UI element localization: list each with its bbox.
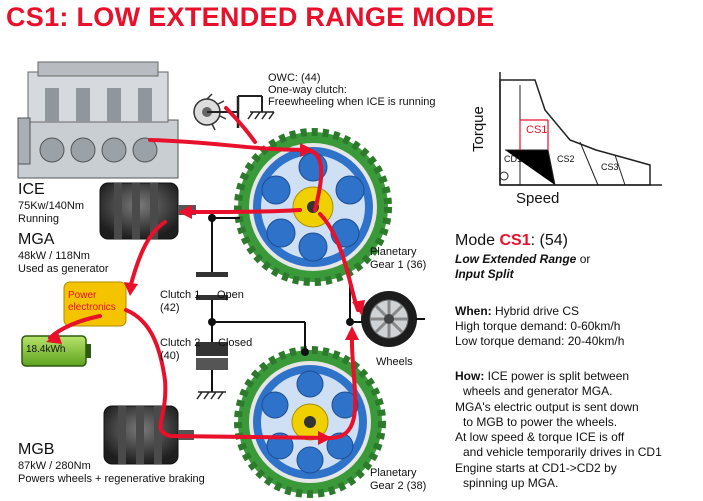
clutch-1-number: (42) xyxy=(160,302,180,314)
flow-arrowheads xyxy=(46,143,365,445)
power-electronics-box xyxy=(63,281,127,327)
chart-region-cd1: CD1 xyxy=(504,154,523,164)
clutch-2-number: (40) xyxy=(160,350,180,362)
owc-desc-1: One-way clutch: xyxy=(268,84,347,96)
power-flow-arrows xyxy=(48,106,360,440)
when-block: When: Hybrid drive CS High torque demand… xyxy=(455,304,625,348)
mode-code: CS1 xyxy=(499,232,531,249)
owc-desc-2: Freewheeling when ICE is running xyxy=(268,96,436,108)
planetary-2-name: Gear 2 (38) xyxy=(370,480,427,492)
ice-state: Running xyxy=(18,213,59,225)
planetary-1-name: Gear 1 (36) xyxy=(370,259,427,271)
clutch-1-icon xyxy=(196,272,228,300)
ice-label: ICE xyxy=(18,181,45,198)
chart-region-cs2: CS2 xyxy=(557,154,575,164)
ice-spec: 75Kw/140Nm xyxy=(18,200,85,212)
page-title: CS1: LOW EXTENDED RANGE MODE xyxy=(6,2,495,32)
mga-label: MGA xyxy=(18,231,55,248)
chart-region-cs1: CS1 xyxy=(526,124,548,136)
clutch-2-label: Clutch 2 xyxy=(160,337,201,349)
ice-engine-icon xyxy=(17,61,179,179)
battery-icon xyxy=(21,335,91,367)
owc-label: OWC: (44) xyxy=(268,72,321,84)
junction-dots xyxy=(208,214,354,356)
mode-subtitle: Low Extended Range or Input Split xyxy=(455,252,591,281)
how-block: How: ICE power is split between wheels a… xyxy=(455,369,662,491)
wheel-icon xyxy=(361,291,417,347)
clutch-2-state: Closed xyxy=(218,337,253,349)
torque-axis-label: Torque xyxy=(470,106,487,152)
clutch-2-icon xyxy=(196,342,228,400)
mode-heading: Mode CS1: (54) xyxy=(455,232,568,249)
wheels-label: Wheels xyxy=(376,356,413,368)
one-way-clutch-icon xyxy=(193,93,275,131)
power-electronics-label: Power electronics xyxy=(68,290,116,313)
chart-region-cs3: CS3 xyxy=(601,162,619,172)
mgb-role: Powers wheels + regenerative braking xyxy=(18,473,205,485)
planetary-gear-2-icon xyxy=(234,346,386,498)
planetary-1-label: Planetary xyxy=(370,246,417,258)
speed-axis-label: Speed xyxy=(516,190,560,207)
clutch-1-state: Open xyxy=(217,289,244,301)
mga-spec: 48kW / 118Nm xyxy=(18,250,90,262)
mgb-label: MGB xyxy=(18,441,55,458)
battery-label: 18.4kWh xyxy=(26,344,66,355)
planetary-gear-1-icon xyxy=(234,128,392,286)
clutch-1-label: Clutch 1 xyxy=(160,289,201,301)
mgb-spec: 87kW / 280Nm xyxy=(18,460,91,472)
planetary-2-label: Planetary xyxy=(370,467,417,479)
mga-role: Used as generator xyxy=(18,263,109,275)
torque-speed-chart xyxy=(499,72,662,186)
